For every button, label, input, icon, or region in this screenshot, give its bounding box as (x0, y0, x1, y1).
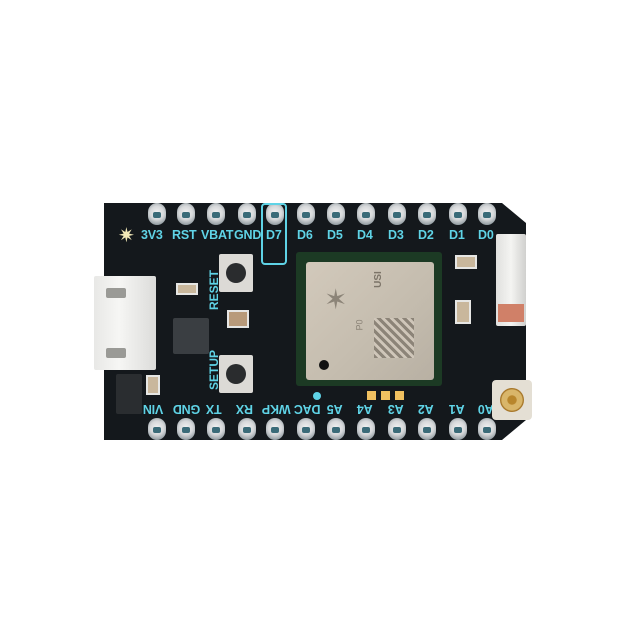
label-rx: RX (236, 402, 253, 416)
silkscreen-dot (313, 392, 321, 400)
reset-button-cap (226, 263, 246, 283)
label-d7: D7 (266, 228, 282, 242)
pin-rst (177, 203, 195, 225)
pin-a0 (478, 418, 496, 440)
label-a3: A3 (388, 402, 404, 416)
pin-d7 (266, 203, 284, 225)
setup-button-cap (226, 364, 246, 384)
pin-wkp (266, 418, 284, 440)
capacitor (176, 283, 198, 295)
module-star-logo-icon: ✶ (324, 284, 348, 315)
reset-label: RESET (207, 269, 221, 310)
pin-a4 (357, 418, 375, 440)
pin-a1 (449, 418, 467, 440)
pin-gnd-2 (177, 418, 195, 440)
label-rst: RST (172, 228, 197, 242)
pin-3v3 (148, 203, 166, 225)
micro-usb-port[interactable] (94, 276, 156, 370)
label-d2: D2 (418, 228, 434, 242)
pin-d0 (478, 203, 496, 225)
label-d4: D4 (357, 228, 373, 242)
label-a2: A2 (418, 402, 434, 416)
label-a4: A4 (357, 402, 373, 416)
capacitor-2 (146, 375, 160, 395)
pin-vin (148, 418, 166, 440)
pin-tx (207, 418, 225, 440)
usb-tab-bottom (106, 348, 126, 358)
module-text: P0 (354, 319, 365, 331)
pin-d6 (297, 203, 315, 225)
capacitor-3 (455, 255, 477, 269)
label-vbat: VBAT (201, 228, 234, 242)
test-pad-1 (367, 391, 376, 400)
label-dac: DAC (294, 402, 321, 416)
setup-button[interactable] (219, 355, 253, 393)
label-gnd: GND (234, 228, 262, 242)
pin-a3 (388, 418, 406, 440)
setup-label: SETUP (207, 349, 221, 390)
pin-rx (238, 418, 256, 440)
pin-gnd (238, 203, 256, 225)
label-d5: D5 (327, 228, 343, 242)
test-pad-2 (381, 391, 390, 400)
reset-button[interactable] (219, 254, 253, 292)
pin-d1 (449, 203, 467, 225)
pin-d4 (357, 203, 375, 225)
datamatrix-code (374, 318, 414, 358)
power-regulator-chip (173, 318, 209, 354)
rgb-led (227, 310, 249, 328)
label-d0: D0 (478, 228, 494, 242)
particle-star-icon: ✷ (118, 225, 135, 247)
label-3v3: 3V3 (141, 228, 163, 242)
label-a1: A1 (449, 402, 465, 416)
label-gnd-2: GND (173, 402, 201, 416)
usb-tab-top (106, 288, 126, 298)
label-d3: D3 (388, 228, 404, 242)
capacitor-4 (455, 300, 471, 324)
label-tx: TX (206, 402, 222, 416)
ufl-antenna-connector[interactable] (492, 380, 532, 420)
pin-d3 (388, 203, 406, 225)
label-a5: A5 (327, 402, 343, 416)
label-wkp: WKP (262, 402, 291, 416)
pin-d5 (327, 203, 345, 225)
pin1-marker (319, 360, 329, 370)
chip-antenna (496, 234, 526, 326)
pin-a5 (327, 418, 345, 440)
test-pad-3 (395, 391, 404, 400)
diode (116, 374, 142, 414)
pin-a2 (418, 418, 436, 440)
usi-brand-mark: USI (372, 271, 384, 288)
label-d6: D6 (297, 228, 313, 242)
label-d1: D1 (449, 228, 465, 242)
pin-d2 (418, 203, 436, 225)
pin-dac (297, 418, 315, 440)
label-vin: VIN (143, 402, 164, 416)
d7-led-outline (261, 203, 287, 265)
pin-vbat (207, 203, 225, 225)
